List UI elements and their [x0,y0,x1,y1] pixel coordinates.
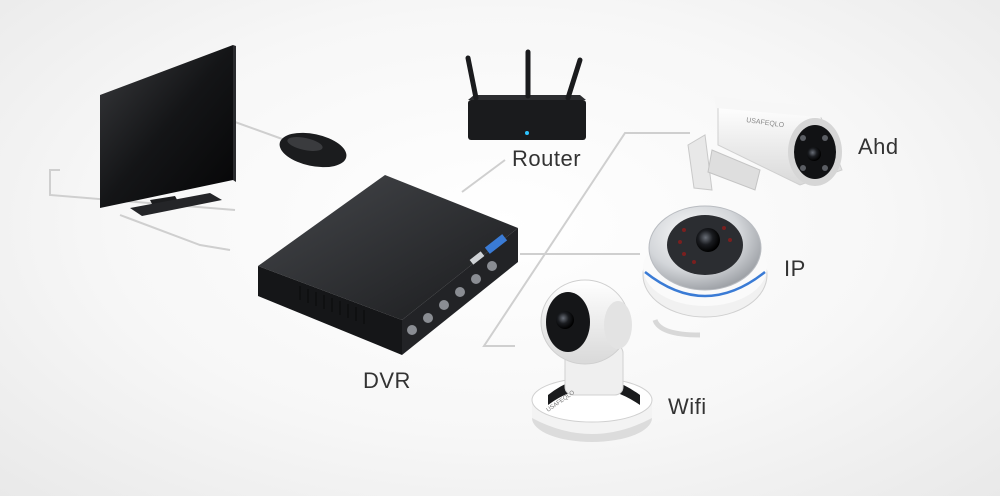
monitor-base-to-dvr-line [119,214,231,251]
connector-lines [49,121,690,347]
dvr-icon [258,175,518,355]
dvr-to-router-line [461,159,506,193]
wifi-label: Wifi [668,394,707,419]
monitor-icon [100,45,236,216]
monitor-to-mouse-line [234,121,286,141]
ip-label: IP [784,256,806,281]
bullet-camera-icon [687,96,843,191]
monitor-to-dvr-line [49,169,236,211]
ahd-to-wifi-line [482,132,690,347]
mouse-icon [279,132,347,168]
router-icon [465,49,586,140]
dvr-label: DVR [363,368,411,393]
dome-camera-icon [642,205,768,338]
router-label: Router [512,146,582,171]
ahd-label: Ahd [858,134,899,159]
wifi-camera-icon [531,279,653,442]
